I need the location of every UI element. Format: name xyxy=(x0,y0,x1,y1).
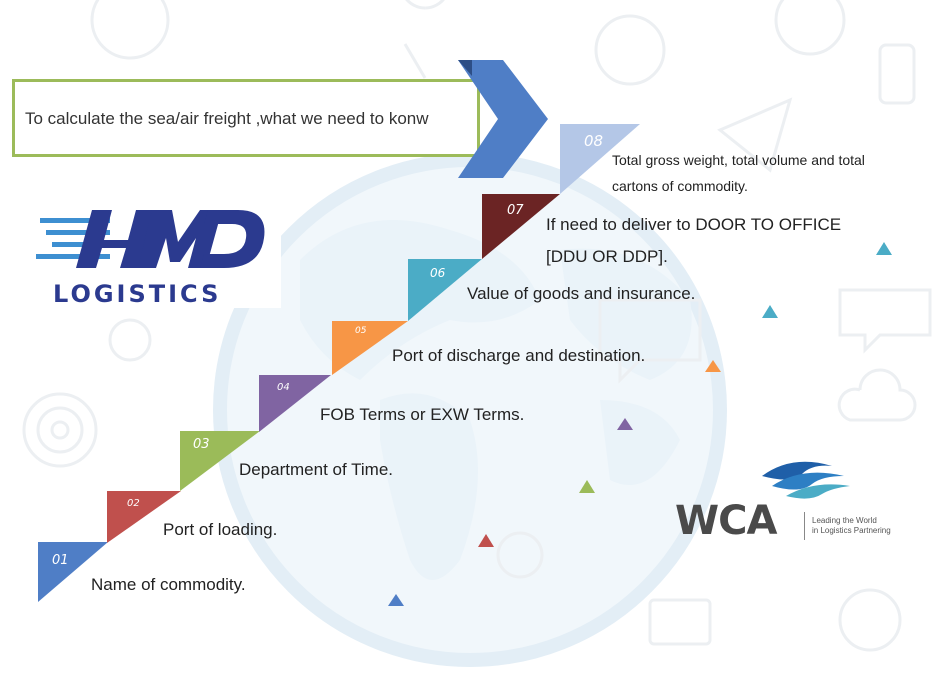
step-02-label: Port of loading. xyxy=(163,520,278,539)
paper-plane-icon xyxy=(717,97,793,173)
step-03-label: Department of Time. xyxy=(239,460,394,479)
banner-title: To calculate the sea/air freight ,what w… xyxy=(25,109,429,128)
user-icon xyxy=(594,14,666,86)
step-05-marker xyxy=(332,321,408,375)
wca-tagline: Leading the World in Logistics Partnerin… xyxy=(812,516,912,536)
decor-triangles xyxy=(388,242,892,606)
step-01-marker xyxy=(38,542,108,602)
step-02-number: 02 xyxy=(127,498,140,509)
lightbulb-icon xyxy=(838,588,902,652)
step-07-marker xyxy=(482,194,560,259)
step-08-label-line1: Total gross weight, total volume and tot… xyxy=(612,152,865,168)
step-08-number: 08 xyxy=(584,132,604,150)
wca-tagline-line1: Leading the World xyxy=(812,516,877,525)
step-07-number: 07 xyxy=(507,203,524,218)
step-03-marker xyxy=(180,431,260,491)
step-07-label-line1: If need to deliver to DOOR TO OFFICE xyxy=(546,215,842,234)
step-04-number: 04 xyxy=(277,382,290,393)
wca-wave-icon xyxy=(762,461,850,499)
phone-icon xyxy=(878,43,916,105)
cloud-icon xyxy=(837,368,917,422)
step-04-marker xyxy=(259,375,331,432)
step-06-label: Value of goods and insurance. xyxy=(467,284,696,303)
step-01-label: Name of commodity. xyxy=(91,575,246,594)
wca-logo: WCA Leading the World in Logistics Partn… xyxy=(672,454,912,554)
wca-tagline-line2: in Logistics Partnering xyxy=(812,526,891,535)
step-02-marker xyxy=(107,491,181,543)
hmd-logistics-logo: LOGISTICS xyxy=(26,200,281,308)
step-05-label: Port of discharge and destination. xyxy=(392,346,646,365)
chat-bubble-icon xyxy=(598,298,702,384)
magnifier-icon xyxy=(108,318,152,362)
question-icon xyxy=(774,0,846,56)
wca-logo-word: WCA xyxy=(675,498,777,544)
step-08-label-line2: cartons of commodity. xyxy=(612,178,748,194)
title-banner: To calculate the sea/air freight ,what w… xyxy=(12,79,480,157)
step-05-number: 05 xyxy=(355,326,367,336)
hmd-emblem-icon xyxy=(36,210,265,268)
location-pin-icon xyxy=(403,0,445,79)
step-07-label-line2: [DDU OR DDP]. xyxy=(546,247,668,266)
chevron-arrow-icon xyxy=(458,60,548,178)
wca-divider xyxy=(804,512,805,540)
alert-icon xyxy=(90,0,170,60)
target-icon xyxy=(22,392,98,468)
step-01-number: 01 xyxy=(52,553,69,568)
star-badge-icon xyxy=(496,531,544,579)
step-04-label: FOB Terms or EXW Terms. xyxy=(320,405,525,424)
step-08-marker xyxy=(560,124,640,194)
monitor-icon xyxy=(648,598,712,646)
step-06-number: 06 xyxy=(430,266,446,280)
step-06-marker xyxy=(408,259,482,321)
step-03-number: 03 xyxy=(193,437,210,452)
hmd-logo-word: LOGISTICS xyxy=(53,280,222,308)
